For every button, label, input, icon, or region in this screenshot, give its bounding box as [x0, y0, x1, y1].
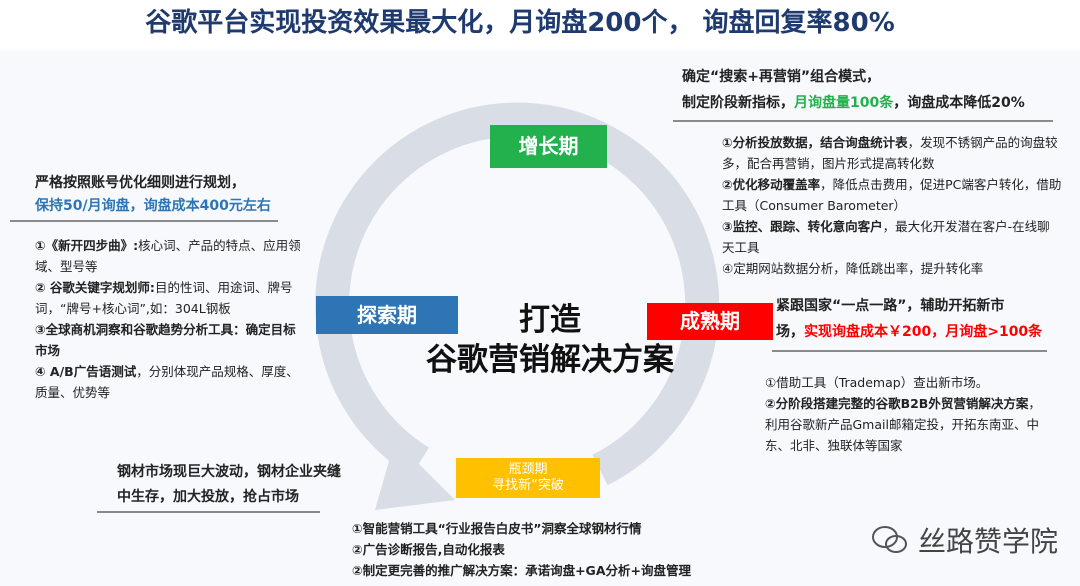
page-title: 谷歌平台实现投资效果最大化，月询盘200个， 询盘回复率80% [0, 0, 1080, 50]
list-item: ④ A/B广告语测试，分别体现产品规格、厚度、质量、优势等 [35, 364, 299, 400]
mature-head-2: 场，实现询盘成本￥200，月询盘>100条 [776, 324, 1043, 340]
stage-explore: 探索期 [316, 296, 458, 334]
list-item: ③全球商机洞察和谷歌趋势分析工具：确定目标市场 [35, 322, 296, 358]
bottleneck-list: ①智能营销工具“行业报告白皮书”洞察全球钢材行情 ②广告诊断报告,自动化报表 ②… [352, 518, 712, 581]
ring-arrowhead-icon [375, 440, 455, 510]
explore-head-1: 严格按照账号优化细则进行规划， [35, 175, 245, 191]
growth-head-2: 制定阶段新指标，月询盘量100条，询盘成本降低20% [682, 95, 1025, 111]
list-item: ④定期网站数据分析，降低跳出率，提升转化率 [722, 261, 984, 276]
explore-head-2: 保持50/月询盘，询盘成本400元左右 [35, 198, 271, 214]
center-line-1: 打造 [519, 302, 581, 338]
list-item: ①分析投放数据，结合询盘统计表，发现不锈钢产品的询盘较多，配合再营销，图片形式提… [722, 135, 1058, 171]
wechat-icon [872, 526, 907, 553]
list-item: ②制定更完善的推广解决方案：承诺询盘+GA分析+询盘管理 [352, 563, 691, 578]
divider [97, 511, 320, 513]
bottleneck-head-1: 钢材市场现巨大波动，钢材企业夹缝 [117, 464, 341, 480]
mature-head-1: 紧跟国家“一点一路”，辅助开拓新市 [776, 298, 1005, 314]
list-item: ②优化移动覆盖率，降低点击费用，促进PC端客户转化，借助工具（Consumer … [722, 177, 1062, 213]
list-item: ①《新开四步曲》:核心词、产品的特点、应用领域、型号等 [35, 238, 301, 274]
list-item: ①借助工具（Trademap）查出新市场。 [765, 375, 989, 390]
list-item: ②广告诊断报告,自动化报表 [352, 542, 505, 557]
center-line-2: 谷歌营销解决方案 [426, 342, 674, 378]
divider [772, 350, 1047, 352]
watermark-text: 丝路赞学院 [918, 525, 1059, 558]
list-item: ①智能营销工具“行业报告白皮书”洞察全球钢材行情 [352, 521, 642, 536]
bottleneck-head-2: 中生存，加大投放，抢占市场 [117, 489, 299, 505]
stage-growth: 增长期 [490, 125, 607, 168]
list-item: ②分阶段搭建完整的谷歌B2B外贸营销解决方案，利用谷歌新产品Gmail邮箱定投，… [765, 396, 1041, 453]
list-item: ③监控、跟踪、转化意向客户，最大化开发潜在客户-在线聊天工具 [722, 219, 1050, 255]
divider [673, 120, 1053, 122]
stage-mature: 成熟期 [647, 303, 773, 340]
center-heading: 打造 谷歌营销解决方案 [400, 300, 700, 380]
explore-list: ①《新开四步曲》:核心词、产品的特点、应用领域、型号等 ② 谷歌关键字规划师:目… [35, 235, 303, 403]
watermark: 丝路赞学院 [870, 520, 1058, 560]
list-item: ② 谷歌关键字规划师:目的性词、用途词、牌号词，“牌号+核心词”,如：304L钢… [35, 280, 293, 316]
bottleneck-label-1: 瓶颈期 [508, 462, 548, 477]
growth-list: ①分析投放数据，结合询盘统计表，发现不锈钢产品的询盘较多，配合再营销，图片形式提… [722, 132, 1062, 279]
bottleneck-label-2: 寻找新“突破 [492, 478, 564, 493]
divider [10, 220, 278, 222]
mature-list: ①借助工具（Trademap）查出新市场。 ②分阶段搭建完整的谷歌B2B外贸营销… [765, 372, 1045, 456]
stage-bottleneck: 瓶颈期 寻找新“突破 [456, 458, 600, 498]
growth-head-1: 确定“搜索+再营销”组合模式， [682, 69, 881, 85]
